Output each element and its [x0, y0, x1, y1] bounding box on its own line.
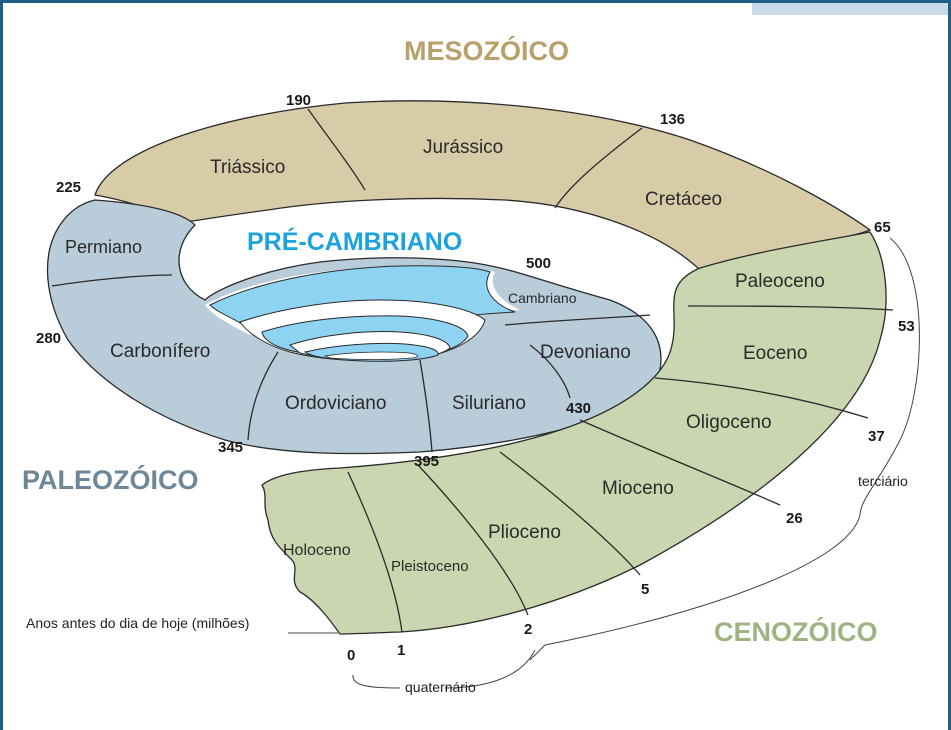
axis-caption: Anos antes do dia de hoje (milhões) [26, 615, 249, 631]
period-cretaceo: Cretáceo [645, 189, 722, 210]
age-345: 345 [218, 439, 243, 456]
boundary-395 [419, 359, 433, 453]
age-37: 37 [868, 428, 885, 445]
terciario-bracket-upper [859, 237, 920, 516]
boundary-1 [347, 471, 403, 633]
boundary-280 [51, 274, 173, 287]
period-eoceno: Eoceno [743, 343, 807, 364]
cenozoic-shape [261, 231, 887, 635]
age-395: 395 [414, 453, 439, 470]
boundary-2 [417, 464, 529, 616]
era-title-precambriano: PRÉ-CAMBRIANO [247, 227, 462, 256]
period-paleoceno: Paleoceno [735, 271, 825, 292]
age-190: 190 [286, 92, 311, 109]
period-devoniano: Devoniano [540, 342, 631, 363]
boundary-37 [654, 377, 869, 419]
period-triassico: Triássico [210, 157, 285, 178]
boundary-53 [687, 305, 894, 311]
age-1: 1 [397, 642, 405, 659]
boundary-345 [247, 351, 279, 441]
age-53: 53 [898, 318, 915, 335]
terciario-bracket-lower [529, 514, 861, 661]
period-siluriano: Siluriano [452, 393, 526, 414]
period-pleistoceno: Pleistoceno [391, 558, 469, 575]
label-terciario: terciário [858, 473, 908, 489]
period-oligoceno: Oligoceno [686, 412, 772, 433]
mesozoic-shape [94, 100, 872, 271]
age-500: 500 [526, 255, 551, 272]
corner-tab [752, 3, 948, 15]
period-carbonifero: Carbonífero [110, 341, 210, 362]
brackets [288, 237, 920, 689]
boundary-430 [529, 344, 571, 399]
period-plioceno: Plioceno [488, 522, 561, 543]
boundary-190 [307, 108, 366, 191]
boundary-5 [499, 451, 641, 576]
quaternario-bracket [352, 649, 536, 689]
period-cambriano: Cambriano [508, 290, 577, 306]
era-title-mesozoico: MESOZÓICO [404, 35, 569, 66]
precambrian-spiral [209, 265, 516, 362]
age-26: 26 [786, 510, 803, 527]
cenozoic-band [261, 231, 894, 635]
age-225: 225 [56, 179, 81, 196]
age-430: 430 [566, 400, 591, 417]
age-2: 2 [524, 621, 532, 638]
period-jurassico: Jurássico [423, 137, 503, 158]
age-0: 0 [347, 647, 355, 664]
age-280: 280 [36, 330, 61, 347]
period-permiano: Permiano [65, 237, 142, 257]
era-title-cenozoico: CENOZÓICO [714, 616, 878, 647]
period-holoceno: Holoceno [283, 542, 351, 559]
mesozoic-band [94, 100, 872, 271]
boundary-136 [554, 127, 643, 209]
age-5: 5 [641, 581, 649, 598]
boundary-26 [579, 419, 781, 506]
period-ordoviciano: Ordoviciano [285, 393, 386, 414]
age-65: 65 [874, 219, 891, 236]
boundary-devonian [504, 314, 651, 326]
precambrian-center [323, 351, 419, 360]
period-mioceno: Mioceno [602, 478, 674, 499]
age-136: 136 [660, 111, 685, 128]
label-quaternario: quaternário [405, 679, 476, 695]
era-title-paleozoico: PALEOZÓICO [22, 464, 199, 495]
